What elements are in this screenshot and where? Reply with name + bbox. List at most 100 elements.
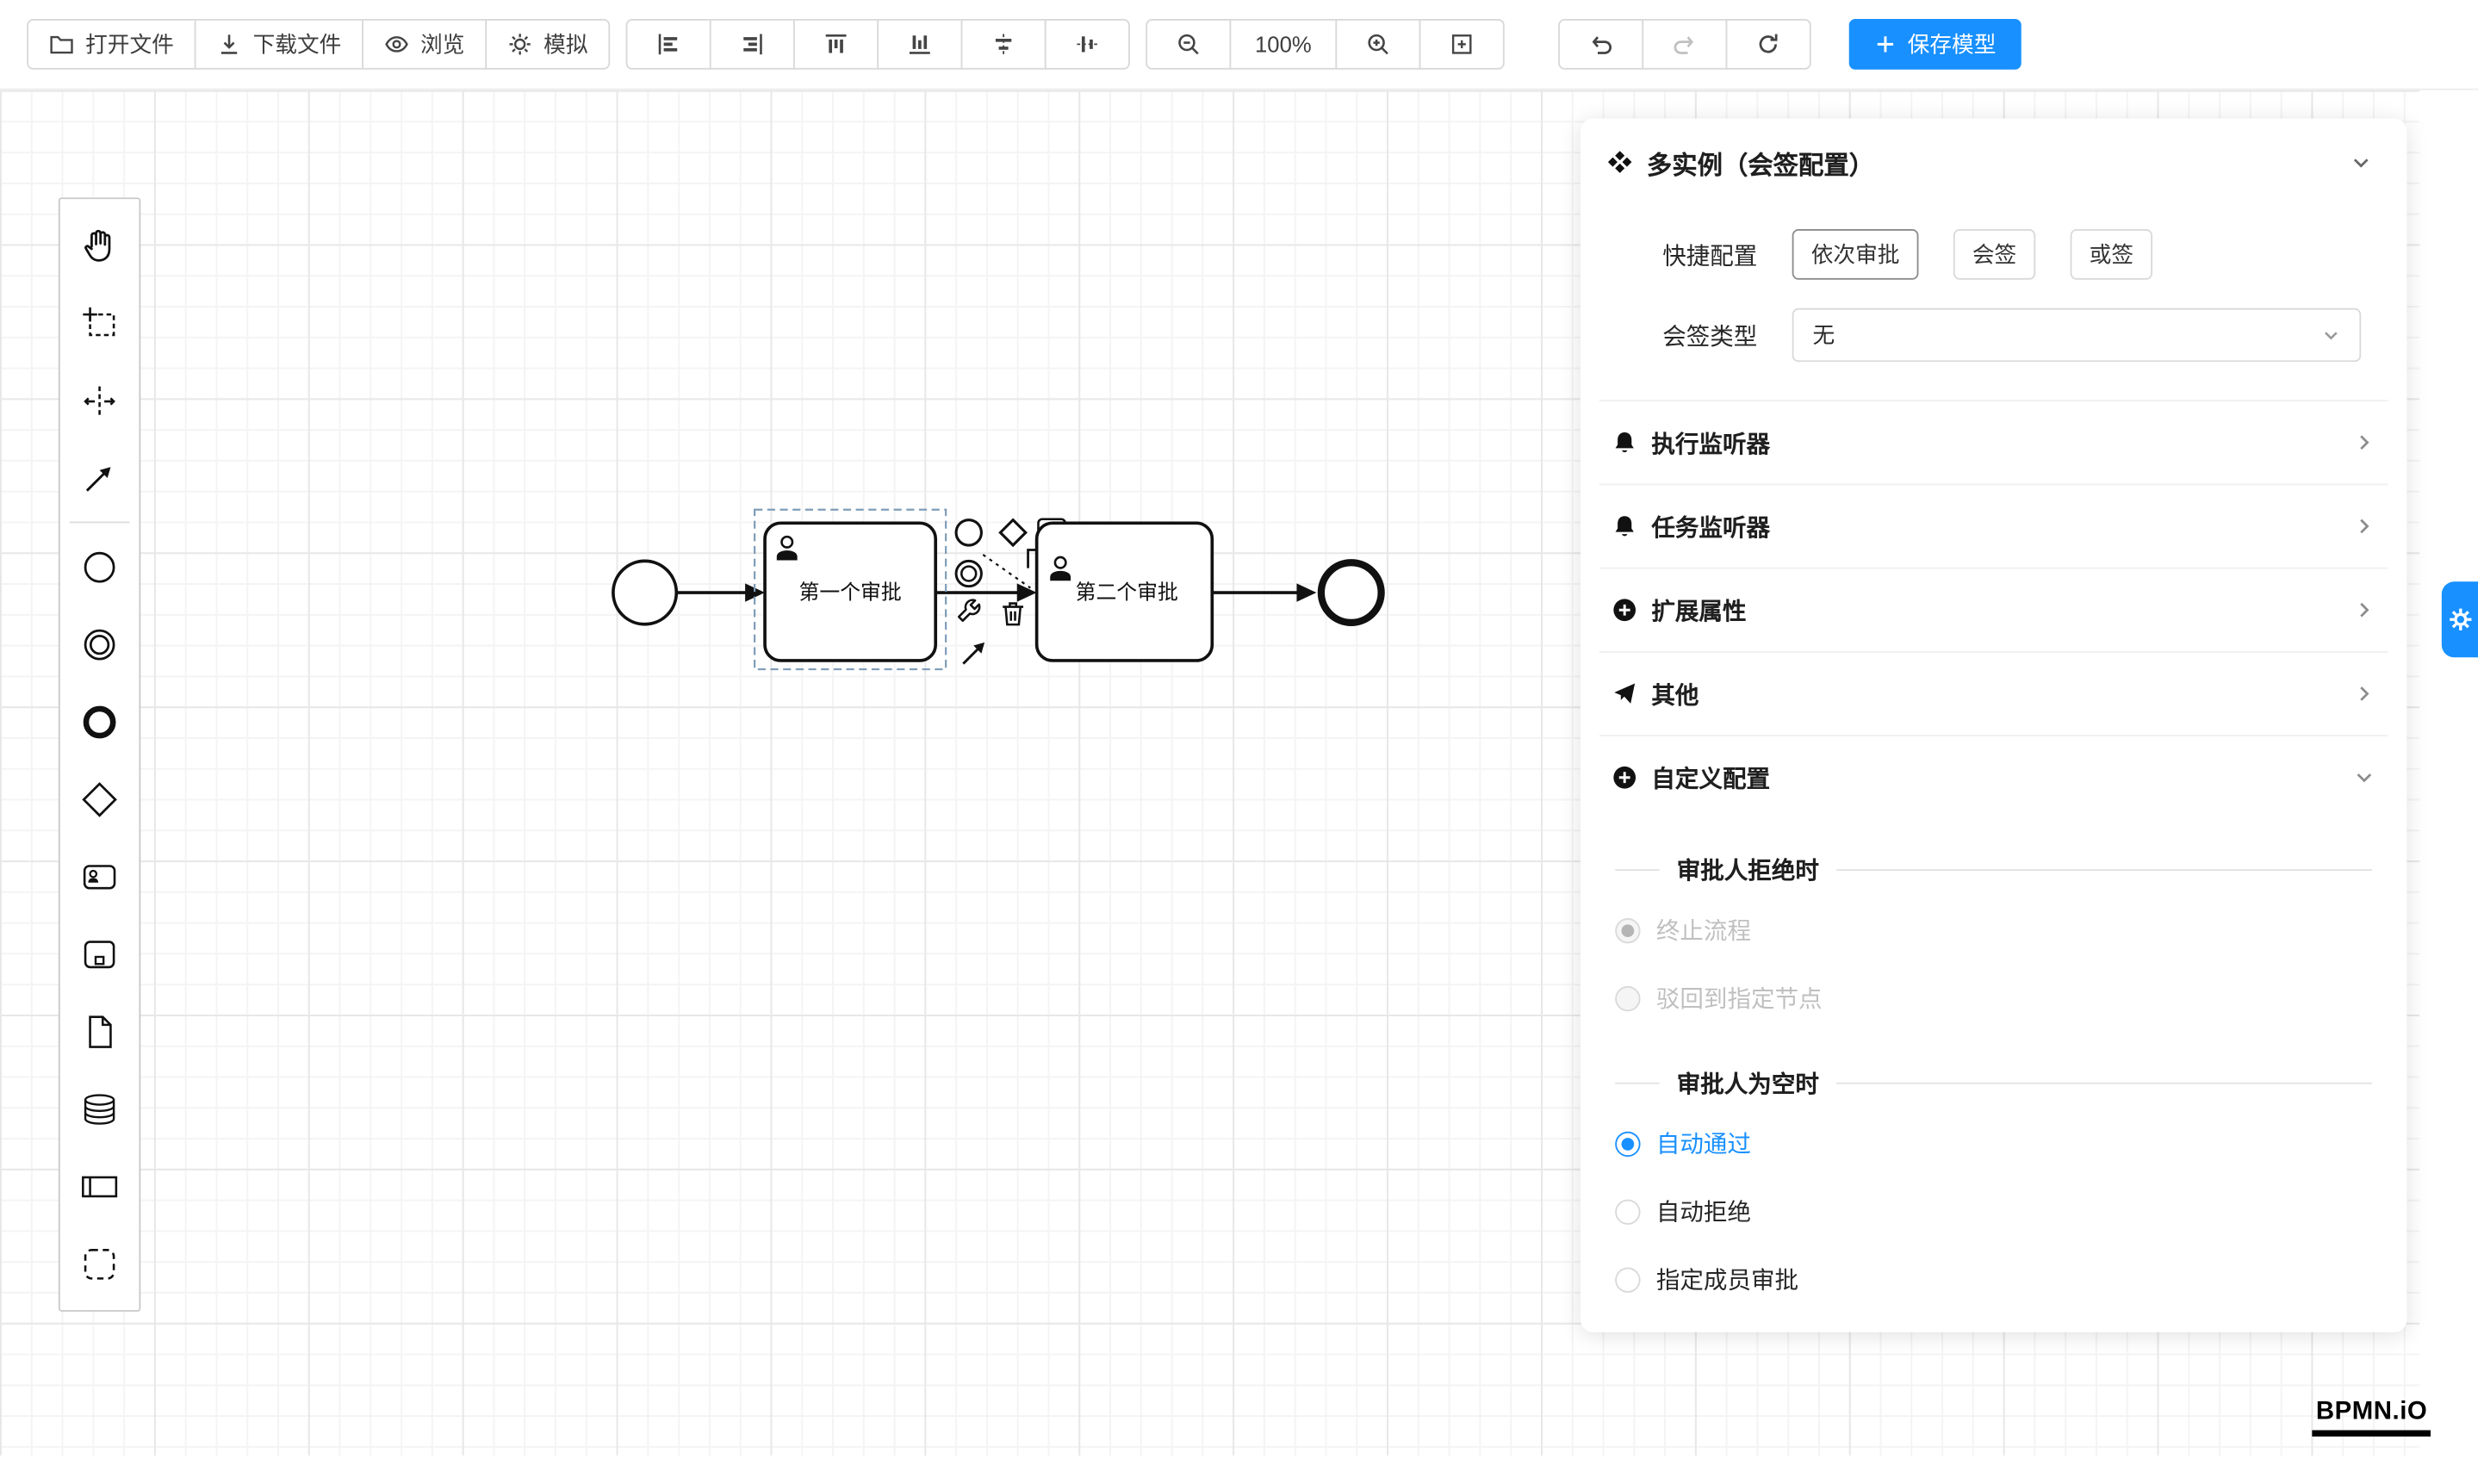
- task-first-approval[interactable]: 第一个审批: [763, 521, 938, 662]
- plus-circle-icon: [1612, 598, 1637, 623]
- sign-type-select[interactable]: 无: [1792, 307, 2362, 363]
- quick-option-sequential[interactable]: 依次审批: [1792, 229, 1919, 280]
- save-model-button[interactable]: 保存模型: [1848, 19, 2022, 70]
- download-icon: [216, 32, 241, 57]
- selection-outline: [754, 508, 947, 671]
- bell-icon: [1612, 430, 1637, 455]
- lasso-tool-icon[interactable]: [63, 284, 135, 362]
- pad-connect-icon[interactable]: [962, 642, 985, 665]
- pad-append-event-icon[interactable]: [954, 518, 983, 547]
- option-reject-to-node[interactable]: 驳回到指定节点: [1599, 964, 2388, 1032]
- quick-config-row: 快捷配置 依次审批 会签 或签: [1581, 229, 2369, 280]
- panel-header[interactable]: 多实例（会签配置）: [1581, 119, 2407, 201]
- simulate-label: 模拟: [543, 31, 588, 58]
- align-right-button[interactable]: [709, 19, 795, 70]
- gateway-icon[interactable]: [63, 761, 135, 838]
- end-event-icon[interactable]: [63, 683, 135, 761]
- align-bottom-icon: [907, 32, 932, 57]
- undo-button[interactable]: [1558, 19, 1644, 70]
- chevron-right-icon: [2353, 599, 2376, 621]
- global-connect-icon[interactable]: [63, 439, 135, 517]
- reject-group-title: 审批人拒绝时: [1676, 858, 1819, 885]
- pad-append-gateway-icon[interactable]: [998, 518, 1028, 548]
- sequence-flow-2[interactable]: [935, 583, 1037, 602]
- zoom-out-icon: [1176, 32, 1201, 57]
- zoom-out-button[interactable]: [1146, 19, 1232, 70]
- start-event-icon[interactable]: [63, 528, 135, 605]
- pad-delete-icon[interactable]: [1003, 602, 1024, 626]
- align-center-horizontal-button[interactable]: [960, 19, 1046, 70]
- send-icon: [1612, 681, 1637, 706]
- section-label: 自定义配置: [1651, 765, 1771, 793]
- end-event[interactable]: [1317, 559, 1385, 627]
- file-icon[interactable]: [63, 992, 135, 1070]
- quick-option-countersign[interactable]: 会签: [1953, 229, 2036, 280]
- chevron-down-icon[interactable]: [2350, 152, 2372, 174]
- download-file-button[interactable]: 下载文件: [194, 19, 364, 70]
- call-activity-icon[interactable]: [63, 915, 135, 992]
- section-label: 其他: [1651, 681, 1699, 709]
- download-file-label: 下载文件: [252, 31, 342, 58]
- zoom-in-button[interactable]: [1335, 19, 1421, 70]
- quick-option-orsign[interactable]: 或签: [2070, 229, 2153, 280]
- save-model-label: 保存模型: [1907, 31, 1997, 58]
- participant-icon[interactable]: [63, 1147, 135, 1225]
- settings-tab[interactable]: [2441, 581, 2478, 658]
- properties-panel: 多实例（会签配置） 快捷配置 依次审批 会签 或签 会签类型 无 执行监听器: [1580, 118, 2407, 1332]
- restart-button[interactable]: [1725, 19, 1811, 70]
- reset-zoom-button[interactable]: [1419, 19, 1505, 70]
- hand-tool-icon[interactable]: [63, 207, 135, 284]
- align-bottom-button[interactable]: [877, 19, 963, 70]
- section-custom-config[interactable]: 自定义配置: [1599, 735, 2388, 818]
- pad-wrench-icon[interactable]: [957, 599, 981, 623]
- align-left-icon: [655, 32, 680, 57]
- option-label: 自动拒绝: [1655, 1199, 1752, 1226]
- open-file-button[interactable]: 打开文件: [27, 19, 196, 70]
- simulate-icon: [507, 32, 532, 57]
- preview-button[interactable]: 浏览: [362, 19, 488, 70]
- align-center-vertical-button[interactable]: [1044, 19, 1130, 70]
- plus-icon: [1874, 34, 1897, 56]
- start-event[interactable]: [612, 559, 679, 626]
- preview-label: 浏览: [420, 31, 465, 58]
- pad-append-intermediate-event-icon[interactable]: [954, 559, 983, 588]
- task-second-approval[interactable]: 第二个审批: [1034, 521, 1214, 662]
- radio-icon: [1615, 1266, 1641, 1292]
- section-label: 扩展属性: [1651, 598, 1747, 625]
- history-button-group: [1558, 19, 1811, 70]
- option-auto-pass[interactable]: 自动通过: [1599, 1109, 2388, 1177]
- sequence-flow-3[interactable]: [1212, 583, 1317, 602]
- option-assign-member[interactable]: 指定成员审批: [1599, 1245, 2388, 1313]
- section-task-listener[interactable]: 任务监听器: [1599, 483, 2388, 567]
- align-left-button[interactable]: [625, 19, 711, 70]
- section-execution-listener[interactable]: 执行监听器: [1599, 400, 2388, 483]
- data-store-icon[interactable]: [63, 1070, 135, 1147]
- quick-config-label: 快捷配置: [1662, 242, 1758, 270]
- option-terminate-process[interactable]: 终止流程: [1599, 896, 2388, 964]
- user-task-icon[interactable]: [63, 837, 135, 915]
- pad-connection-preview: [982, 554, 1031, 589]
- redo-button[interactable]: [1642, 19, 1728, 70]
- align-center-horizontal-icon: [991, 32, 1015, 57]
- plus-circle-icon: [1612, 765, 1637, 790]
- redo-icon: [1672, 32, 1697, 57]
- palette-separator: [69, 521, 130, 524]
- sequence-flow-1[interactable]: [676, 583, 766, 602]
- align-button-group: [625, 19, 1130, 70]
- restart-icon: [1755, 32, 1780, 57]
- panel-sections: 执行监听器 任务监听器 扩展属性 其他 自定义配置: [1599, 400, 2388, 818]
- simulate-button[interactable]: 模拟: [485, 19, 611, 70]
- chevron-right-icon: [2353, 515, 2376, 537]
- sign-type-label: 会签类型: [1662, 323, 1758, 351]
- intermediate-event-icon[interactable]: [63, 605, 135, 683]
- zoom-in-icon: [1365, 32, 1390, 57]
- section-extended-properties[interactable]: 扩展属性: [1599, 567, 2388, 651]
- space-tool-icon[interactable]: [63, 362, 135, 439]
- align-top-button[interactable]: [793, 19, 879, 70]
- option-auto-reject[interactable]: 自动拒绝: [1599, 1177, 2388, 1245]
- custom-config-content: 审批人拒绝时 终止流程 驳回到指定节点 审批人为空时 自动通过: [1599, 854, 2388, 1313]
- group-icon[interactable]: [63, 1225, 135, 1302]
- section-other[interactable]: 其他: [1599, 650, 2388, 735]
